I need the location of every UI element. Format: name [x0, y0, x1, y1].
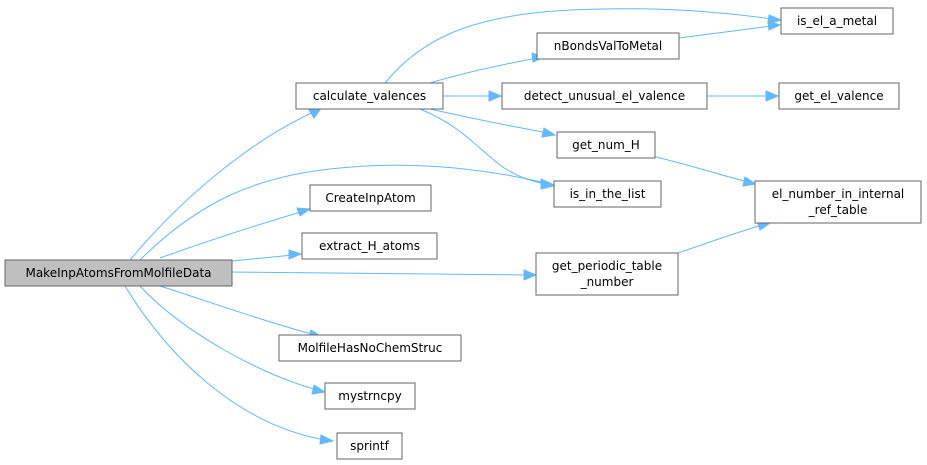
node-make-inp-atoms-from-molfile-data[interactable]: MakeInpAtomsFromMolfileData: [4, 259, 233, 287]
node-get-periodic-table-number[interactable]: get_periodic_table _number: [535, 252, 679, 296]
edge-get-periodic-el-number: [677, 224, 763, 254]
node-get-num-h[interactable]: get_num_H: [556, 131, 656, 159]
node-label-line-2: _number: [580, 275, 634, 289]
edge-root-molfile: [159, 285, 316, 336]
arrowhead: [488, 90, 503, 102]
node-label: MolfileHasNoChemStruc: [298, 341, 443, 355]
node-label: nBondsValToMetal: [554, 39, 662, 53]
node-label: sprintf: [350, 439, 389, 453]
node-label: get_el_valence: [794, 89, 883, 103]
node-label: CreateInpAtom: [325, 191, 415, 205]
arrowhead: [296, 207, 312, 217]
node-molfile-has-no-chem-struc[interactable]: MolfileHasNoChemStruc: [278, 334, 462, 362]
node-label-line-1: el_number_in_internal: [772, 187, 905, 201]
arrowhead: [765, 90, 780, 102]
node-label-line-2: _ref_table: [808, 203, 868, 217]
node-get-el-valence[interactable]: get_el_valence: [778, 82, 900, 110]
node-mystrncpy[interactable]: mystrncpy: [324, 382, 416, 410]
node-label: is_in_the_list: [570, 187, 646, 201]
node-label: calculate_valences: [313, 89, 426, 103]
node-is-el-a-metal[interactable]: is_el_a_metal: [780, 7, 894, 35]
edge-nbonds-is-el-a-metal: [678, 25, 773, 39]
arrowhead: [541, 127, 557, 138]
arrowhead: [767, 20, 782, 31]
edge-root-extract-h-atoms: [231, 254, 294, 262]
node-detect-unusual-el-valence[interactable]: detect_unusual_el_valence: [501, 82, 708, 110]
node-el-number-in-internal-ref-table[interactable]: el_number_in_internal _ref_table: [754, 180, 922, 224]
node-label: is_el_a_metal: [797, 14, 877, 28]
edge-calc-is-in-the-list: [419, 108, 547, 185]
node-calculate-valences[interactable]: calculate_valences: [295, 82, 444, 110]
node-label: detect_unusual_el_valence: [524, 89, 685, 103]
edges: [124, 8, 783, 445]
edge-root-mystrncpy: [139, 285, 319, 391]
edge-calc-get-num-h: [429, 108, 549, 134]
node-label: MakeInpAtomsFromMolfileData: [25, 266, 211, 280]
arrowhead: [288, 249, 303, 260]
node-create-inp-atom[interactable]: CreateInpAtom: [309, 184, 432, 212]
edge-calc-is-el-a-metal: [384, 8, 774, 84]
node-n-bonds-val-to-metal[interactable]: nBondsValToMetal: [536, 32, 680, 60]
edge-root-get-periodic: [231, 271, 529, 276]
edge-get-num-h-el-number: [651, 155, 749, 183]
node-sprintf[interactable]: sprintf: [336, 432, 403, 460]
arrowhead: [742, 176, 758, 187]
arrowhead: [319, 434, 335, 445]
node-label: get_num_H: [572, 138, 640, 152]
edge-root-calculate-valences: [129, 109, 319, 261]
arrowhead: [540, 179, 555, 190]
edge-root-is-in-the-list: [139, 164, 547, 261]
edge-root-create-inp-atom: [159, 210, 305, 259]
node-label: mystrncpy: [338, 389, 401, 403]
edge-root-sprintf: [124, 285, 326, 441]
node-is-in-the-list[interactable]: is_in_the_list: [553, 180, 662, 208]
node-label-line-1: get_periodic_table: [552, 259, 662, 273]
arrowhead: [311, 384, 327, 395]
arrowhead: [523, 269, 538, 281]
edge-calc-nbonds: [429, 57, 538, 84]
node-label: extract_H_atoms: [319, 239, 420, 253]
node-extract-h-atoms[interactable]: extract_H_atoms: [301, 232, 438, 260]
